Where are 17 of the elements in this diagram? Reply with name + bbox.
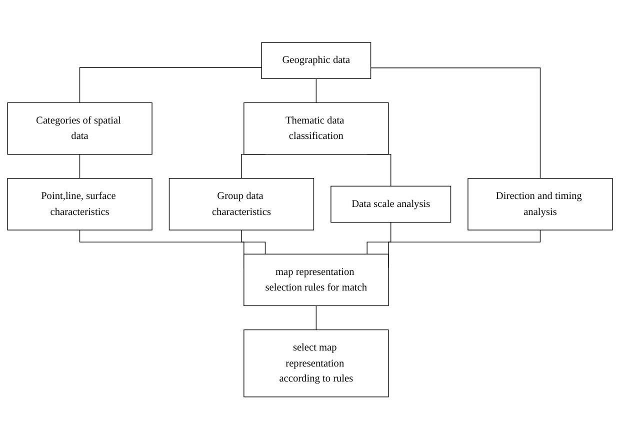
connector (79, 154, 80, 179)
node-box (244, 329, 389, 398)
connector (79, 66, 262, 103)
node-box (330, 186, 452, 222)
connector (370, 67, 541, 179)
connector (241, 229, 266, 254)
node-box (7, 178, 152, 230)
node-box (261, 42, 372, 79)
node-box (468, 178, 613, 230)
node-box (168, 178, 314, 230)
node-box (244, 254, 389, 306)
flowchart-diagram: Geographic data Categories of spatial data Thematic data classification Point,line, surface characteristics Group data characteristics Data scale analysis Direction and timing analysis map representation selection rules for match select map representation according to rules (2, 36, 618, 402)
node-box (244, 102, 389, 154)
connector (316, 305, 317, 330)
connector (316, 78, 317, 103)
connector (366, 222, 392, 254)
node-box (7, 102, 152, 154)
